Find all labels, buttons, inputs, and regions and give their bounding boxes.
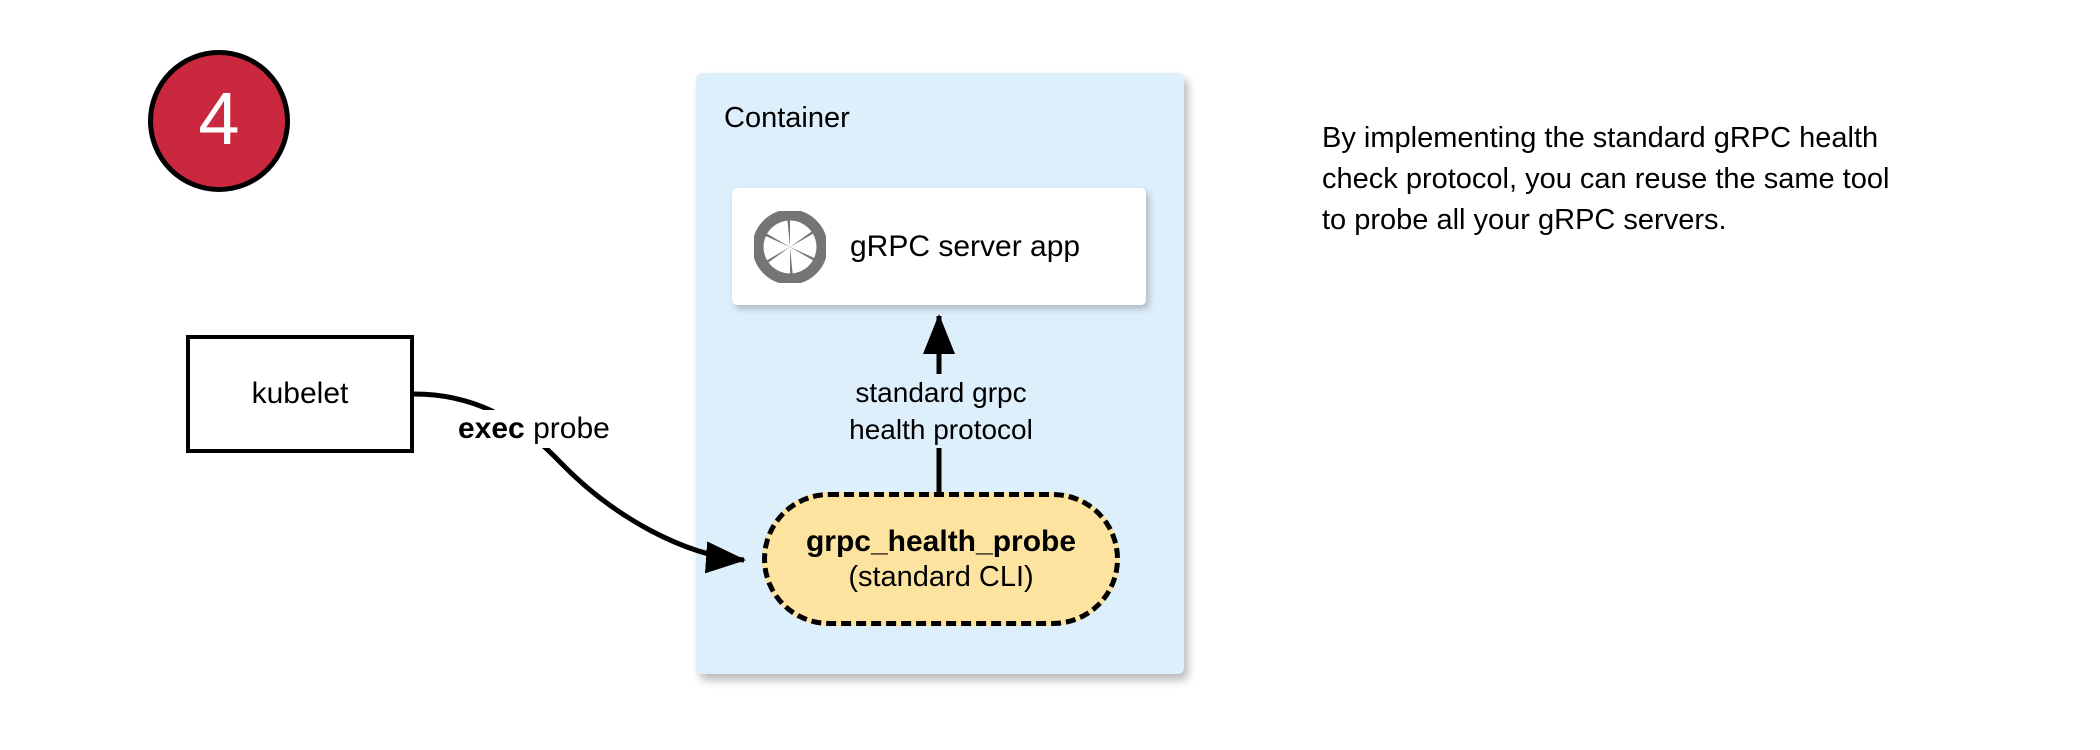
- health-protocol-line-1: standard grpc: [855, 377, 1027, 408]
- grpc-health-probe-node: grpc_health_probe (standard CLI): [762, 492, 1120, 626]
- exec-probe-label-strong: exec: [458, 412, 525, 445]
- container-title: Container: [724, 102, 850, 134]
- exec-probe-edge-label: exec probe: [452, 410, 616, 448]
- grpc-server-app-node: gRPC server app: [732, 188, 1146, 305]
- exec-probe-label-rest: probe: [524, 412, 610, 445]
- probe-title-label: grpc_health_probe: [805, 525, 1077, 559]
- aperture-icon: [754, 210, 826, 283]
- kubelet-label: kubelet: [251, 377, 349, 410]
- health-protocol-line-2: health protocol: [849, 414, 1033, 446]
- grpc-server-app-label: gRPC server app: [850, 229, 1081, 263]
- step-number-badge: 4: [148, 50, 290, 192]
- kubelet-node: kubelet: [186, 335, 414, 453]
- probe-subtitle-label: (standard CLI): [848, 560, 1034, 593]
- step-number-label: 4: [198, 77, 240, 160]
- health-protocol-edge-label: standard grpc health protocol: [826, 374, 1056, 449]
- description-paragraph: By implementing the standard gRPC health…: [1322, 122, 1890, 237]
